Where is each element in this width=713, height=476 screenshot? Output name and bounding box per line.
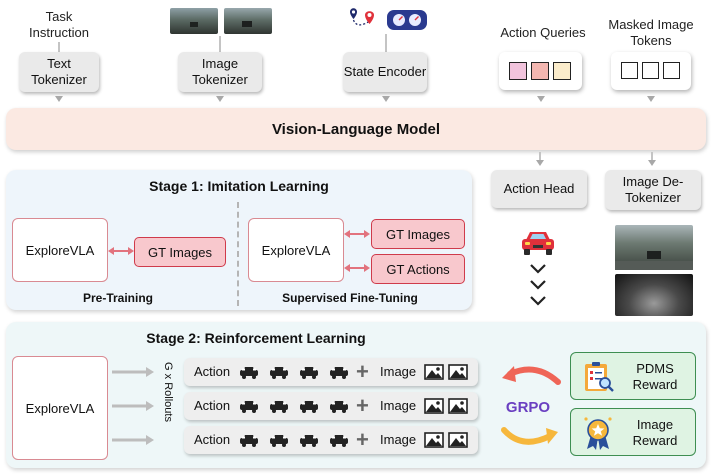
state-encoder-box: State Encoder	[343, 52, 427, 92]
trajectory-car-icon	[298, 433, 320, 452]
rollout-image-label: Image	[380, 432, 417, 447]
arrow-down	[647, 96, 655, 102]
connector	[385, 34, 387, 52]
arrow-down	[537, 96, 545, 102]
trajectory-car-icon	[298, 399, 320, 418]
explorevla-pretraining-box: ExploreVLA	[12, 218, 108, 282]
route-pin-icon	[350, 8, 374, 26]
trajectory-car-icon	[328, 365, 350, 384]
rollout-arrows	[112, 367, 154, 445]
action-head-box: Action Head	[491, 170, 587, 208]
masked-image-tokens-box	[611, 52, 691, 90]
masked-token	[642, 62, 659, 79]
chevron-down-icon	[530, 264, 546, 274]
double-arrow-icon	[344, 230, 370, 238]
task-instruction-label: Task Instruction	[29, 9, 89, 40]
trajectory-car-icon	[238, 399, 260, 418]
plus-icon: +	[356, 427, 369, 452]
connector	[219, 36, 221, 52]
pdms-reward-label: PDMS Reward	[632, 361, 678, 392]
image-icon	[424, 432, 444, 453]
trajectory-car-icon	[328, 399, 350, 418]
rollout-image-label: Image	[380, 398, 417, 413]
pdms-reward-box: PDMS Reward	[570, 352, 696, 400]
action-query-token	[509, 62, 527, 80]
arrow-down	[648, 160, 656, 166]
trajectory-car-icon	[268, 433, 290, 452]
double-arrow-icon	[108, 247, 134, 255]
chevron-down-icon	[530, 296, 546, 306]
masked-image-tokens-label: Masked Image Tokens	[608, 17, 694, 48]
vision-language-model-bar: Vision-Language Model	[6, 108, 706, 150]
rollout-action-label: Action	[194, 432, 231, 447]
masked-token	[663, 62, 680, 79]
masked-token	[621, 62, 638, 79]
connector	[539, 152, 541, 160]
medal-icon	[584, 417, 612, 450]
stage1-title: Stage 1: Imitation Learning	[149, 178, 329, 194]
divider	[237, 202, 239, 306]
predicted-depth-thumbnail	[615, 274, 693, 316]
text-tokenizer-box: Text Tokenizer	[19, 52, 99, 92]
trajectory-car-icon	[328, 433, 350, 452]
chevron-down-icon	[530, 280, 546, 290]
rollout-row: Action + Image	[184, 358, 478, 386]
trajectory-car-icon	[268, 365, 290, 384]
clipboard-checklist-icon	[585, 362, 614, 392]
rollout-row: Action + Image	[184, 426, 478, 454]
trajectory-car-icon	[238, 433, 260, 452]
trajectory-car-icon	[238, 365, 260, 384]
g-rollouts-label: G x Rollouts	[162, 362, 174, 422]
explorevla-rl-box: ExploreVLA	[12, 356, 108, 460]
trajectory-car-icon	[268, 399, 290, 418]
arrow-down	[536, 160, 544, 166]
gt-images-box: GT Images	[134, 237, 226, 267]
arrow-down	[216, 96, 224, 102]
plus-icon: +	[356, 359, 369, 384]
gt-images-box: GT Images	[371, 219, 465, 249]
car-icon	[522, 232, 554, 255]
connector	[651, 152, 653, 160]
trajectory-car-icon	[298, 365, 320, 384]
action-queries-box	[499, 52, 582, 90]
action-query-token	[531, 62, 549, 80]
explorevla-sft-box: ExploreVLA	[248, 218, 344, 282]
image-icon	[424, 364, 444, 385]
reward-flow-arrow	[501, 427, 558, 445]
stage2-title: Stage 2: Reinforcement Learning	[146, 330, 366, 346]
arrow-down	[382, 96, 390, 102]
reward-feedback-arrow	[502, 366, 561, 385]
sft-caption: Supervised Fine-Tuning	[282, 291, 418, 305]
input-image-thumbnail	[224, 8, 272, 34]
predicted-image-thumbnail	[615, 225, 693, 270]
rollout-action-label: Action	[194, 364, 231, 379]
action-query-token	[553, 62, 571, 80]
image-reward-label: Image Reward	[632, 417, 678, 448]
plus-icon: +	[356, 393, 369, 418]
image-icon	[448, 432, 468, 453]
speedometer-dashboard-icon	[387, 10, 427, 30]
arrow-down	[55, 96, 63, 102]
gt-actions-box: GT Actions	[371, 254, 465, 284]
rollout-action-label: Action	[194, 398, 231, 413]
rollout-image-label: Image	[380, 364, 417, 379]
connector	[58, 42, 60, 52]
image-tokenizer-box: Image Tokenizer	[178, 52, 262, 92]
image-icon	[448, 398, 468, 419]
image-reward-box: Image Reward	[570, 408, 696, 456]
input-image-thumbnail	[170, 8, 218, 34]
image-icon	[424, 398, 444, 419]
double-arrow-icon	[344, 264, 370, 272]
image-detokenizer-box: Image De-Tokenizer	[605, 170, 701, 210]
pretraining-caption: Pre-Training	[82, 291, 153, 305]
image-icon	[448, 364, 468, 385]
grpo-label: GRPO	[505, 398, 551, 416]
action-queries-label: Action Queries	[500, 25, 586, 40]
rollout-row: Action + Image	[184, 392, 478, 420]
